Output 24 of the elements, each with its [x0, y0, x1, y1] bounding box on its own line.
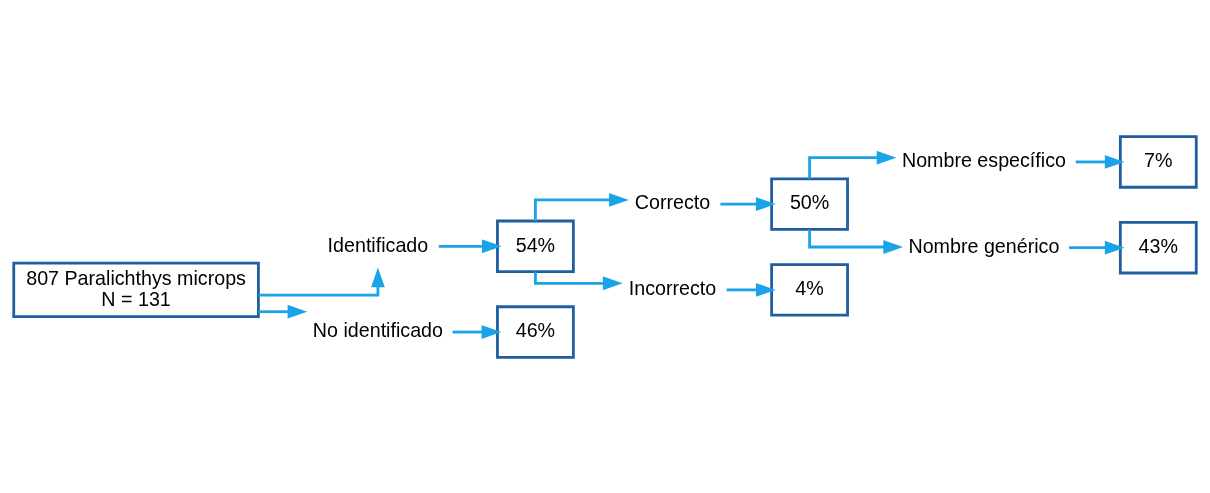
node-box: 4% [770, 262, 849, 317]
node-box: 7% [1118, 134, 1198, 189]
arrow [534, 192, 629, 221]
node-text: Nombre específico [901, 148, 1066, 171]
arrow [452, 324, 502, 339]
node-text: Identificado [327, 233, 429, 255]
arrow [726, 282, 776, 297]
node-text: Nombre genérico [908, 234, 1060, 257]
node-box: 50% [770, 176, 849, 231]
node-box: 46% [496, 304, 575, 359]
arrow [808, 150, 897, 179]
arrow [720, 196, 776, 211]
node-text: Correcto [634, 190, 711, 213]
arrow [258, 304, 308, 319]
node-text: No identificado [312, 318, 443, 341]
arrow [534, 271, 623, 290]
node-box: 43% [1118, 220, 1198, 274]
node-text: Incorrecto [628, 276, 717, 299]
arrow [258, 267, 385, 296]
arrow [438, 238, 502, 253]
arrow [1069, 240, 1125, 255]
node-box: 54% [496, 219, 575, 273]
arrow [1075, 154, 1125, 169]
node-box: 807 Paralichthys microps N = 131 [12, 261, 260, 318]
